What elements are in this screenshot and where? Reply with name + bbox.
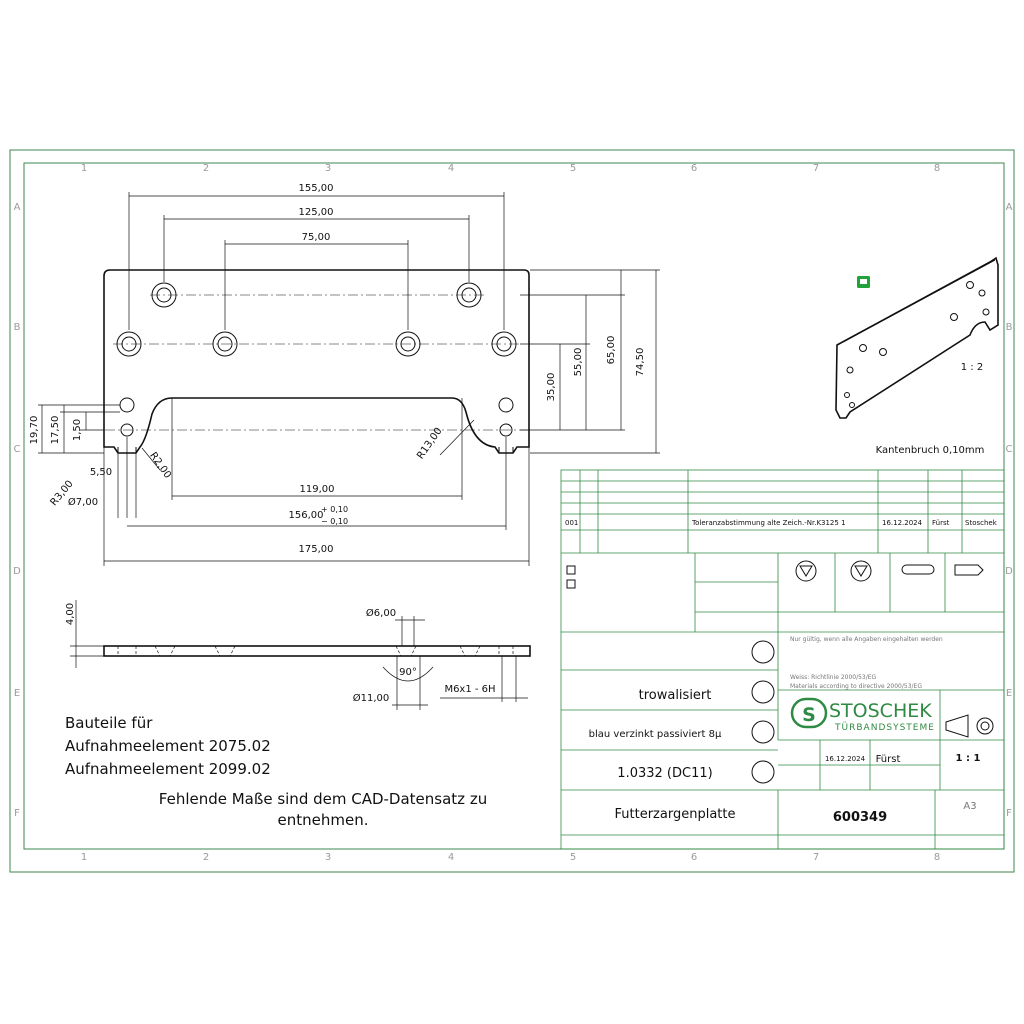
- scale: 1 : 1: [956, 753, 981, 764]
- grid-row-b-right: B: [1006, 322, 1013, 333]
- dim-35: 35,00: [546, 373, 557, 402]
- svg-text:S: S: [802, 704, 816, 726]
- revision-text: Toleranzabstimmung alte Zeich.-Nr.K3125 …: [691, 519, 846, 527]
- grid-col-1-top: 1: [81, 163, 87, 174]
- grid-row-d-right: D: [1005, 566, 1013, 577]
- grid-row-f-right: F: [1006, 808, 1012, 819]
- company-name: STOSCHEK: [829, 700, 932, 722]
- grid-row-d-left: D: [13, 566, 21, 577]
- surface-treatment-1: trowalisiert: [639, 688, 712, 703]
- material: 1.0332 (DC11): [617, 766, 712, 781]
- grid-col-5-bottom: 5: [570, 852, 576, 863]
- drawn-by: Fürst: [876, 754, 901, 765]
- dim-125: 125,00: [299, 207, 334, 218]
- section-view: 4,00 Ø6,00 90° Ø11,00 M6x1 - 6H: [65, 600, 531, 710]
- grid-col-4-top: 4: [448, 163, 454, 174]
- title-block: 001 Toleranzabstimmung alte Zeich.-Nr.K3…: [560, 469, 1005, 850]
- iso-plate: [835, 256, 999, 419]
- grid-col-4-bottom: 4: [448, 852, 454, 863]
- grid-col-2-top: 2: [203, 163, 209, 174]
- part-title: Futterzargenplatte: [615, 807, 736, 822]
- dim-dia11: Ø11,00: [353, 692, 390, 704]
- grid-row-c-left: C: [14, 444, 21, 455]
- revision-name-1: Fürst: [932, 519, 950, 527]
- dim-17-5: 17,50: [50, 416, 61, 445]
- grid-col-7-top: 7: [813, 163, 819, 174]
- grid-col-6-top: 6: [691, 163, 697, 174]
- grid-row-b-left: B: [14, 322, 21, 333]
- note-line-4: Fehlende Maße sind dem CAD-Datensatz zu: [159, 790, 487, 808]
- grid-row-e-right: E: [1006, 688, 1012, 699]
- notes: Bauteile für Aufnahmeelement 2075.02 Auf…: [65, 714, 487, 829]
- grid-col-8-top: 8: [934, 163, 940, 174]
- note-line-3: Aufnahmeelement 2099.02: [65, 760, 271, 778]
- remark-1: Nur gültig, wenn alle Angaben eingehalte…: [790, 636, 943, 643]
- dim-4: 4,00: [65, 603, 76, 625]
- edge-break-note: Kantenbruch 0,10mm: [876, 445, 985, 456]
- note-line-1: Bauteile für: [65, 714, 153, 732]
- company-sub: TÜRBANDSYSTEME: [834, 722, 935, 733]
- note-line-5: entnehmen.: [278, 811, 369, 829]
- plate-outline: [103, 269, 530, 454]
- isometric-view: 1 : 2 Kantenbruch 0,10mm: [835, 256, 999, 456]
- dim-156-tol-minus: − 0,10: [321, 517, 348, 526]
- grid-col-7-bottom: 7: [813, 852, 819, 863]
- date: 16.12.2024: [825, 755, 866, 763]
- revision-date: 16.12.2024: [882, 519, 923, 527]
- grid-row-e-left: E: [14, 688, 20, 699]
- note-line-2: Aufnahmeelement 2075.02: [65, 737, 271, 755]
- dim-74-5: 74,50: [635, 348, 646, 377]
- remark-3: Materials according to directive 2000/53…: [790, 683, 922, 690]
- grid-col-6-bottom: 6: [691, 852, 697, 863]
- grid-labels: 1 2 3 4 5 6 7 8 1 2 3 4 5 6 7 8 A B C D …: [13, 163, 1013, 863]
- dim-5-5: 5,50: [90, 467, 112, 478]
- drawing-number: 600349: [833, 810, 887, 825]
- grid-row-a-left: A: [14, 202, 21, 213]
- dim-r13: R13,00: [415, 426, 444, 461]
- iso-scale: 1 : 2: [961, 362, 983, 373]
- dim-119: 119,00: [300, 484, 335, 495]
- grid-row-a-right: A: [1006, 202, 1013, 213]
- grid-col-3-bottom: 3: [325, 852, 331, 863]
- grid-row-c-right: C: [1006, 444, 1013, 455]
- revision-index: 001: [565, 519, 578, 527]
- dim-r2: R2,00: [147, 450, 173, 480]
- grid-col-2-bottom: 2: [203, 852, 209, 863]
- dim-65: 65,00: [606, 336, 617, 365]
- grid-col-1-bottom: 1: [81, 852, 87, 863]
- front-view: 155,00 125,00 75,00 74,50 65,00 55,00 35…: [29, 183, 660, 566]
- grid-col-3-top: 3: [325, 163, 331, 174]
- dim-dia6: Ø6,00: [366, 607, 396, 619]
- dim-thread: M6x1 - 6H: [444, 684, 495, 695]
- dim-dia7: Ø7,00: [68, 496, 98, 508]
- paper-format: A3: [963, 801, 976, 812]
- revision-name-2: Stoschek: [965, 519, 998, 527]
- grid-row-f-left: F: [14, 808, 20, 819]
- dim-156-tol-plus: + 0,10: [321, 505, 348, 514]
- grid-col-5-top: 5: [570, 163, 576, 174]
- dim-19-7: 19,70: [29, 416, 40, 445]
- dim-55: 55,00: [573, 348, 584, 377]
- dim-angle-90: 90°: [399, 667, 417, 678]
- dim-175: 175,00: [299, 544, 334, 555]
- dim-1-5: 1,50: [72, 419, 83, 441]
- remark-2: Weiss: Richtlinie 2000/53/EG: [790, 674, 877, 681]
- dim-75: 75,00: [302, 232, 331, 243]
- company-logo: S STOSCHEK TÜRBANDSYSTEME: [790, 697, 935, 733]
- grid-col-8-bottom: 8: [934, 852, 940, 863]
- comment-icon[interactable]: [857, 276, 870, 288]
- surface-treatment-2: blau verzinkt passiviert 8μ: [589, 729, 722, 740]
- dim-156: 156,00: [289, 510, 324, 521]
- dim-155: 155,00: [299, 183, 334, 194]
